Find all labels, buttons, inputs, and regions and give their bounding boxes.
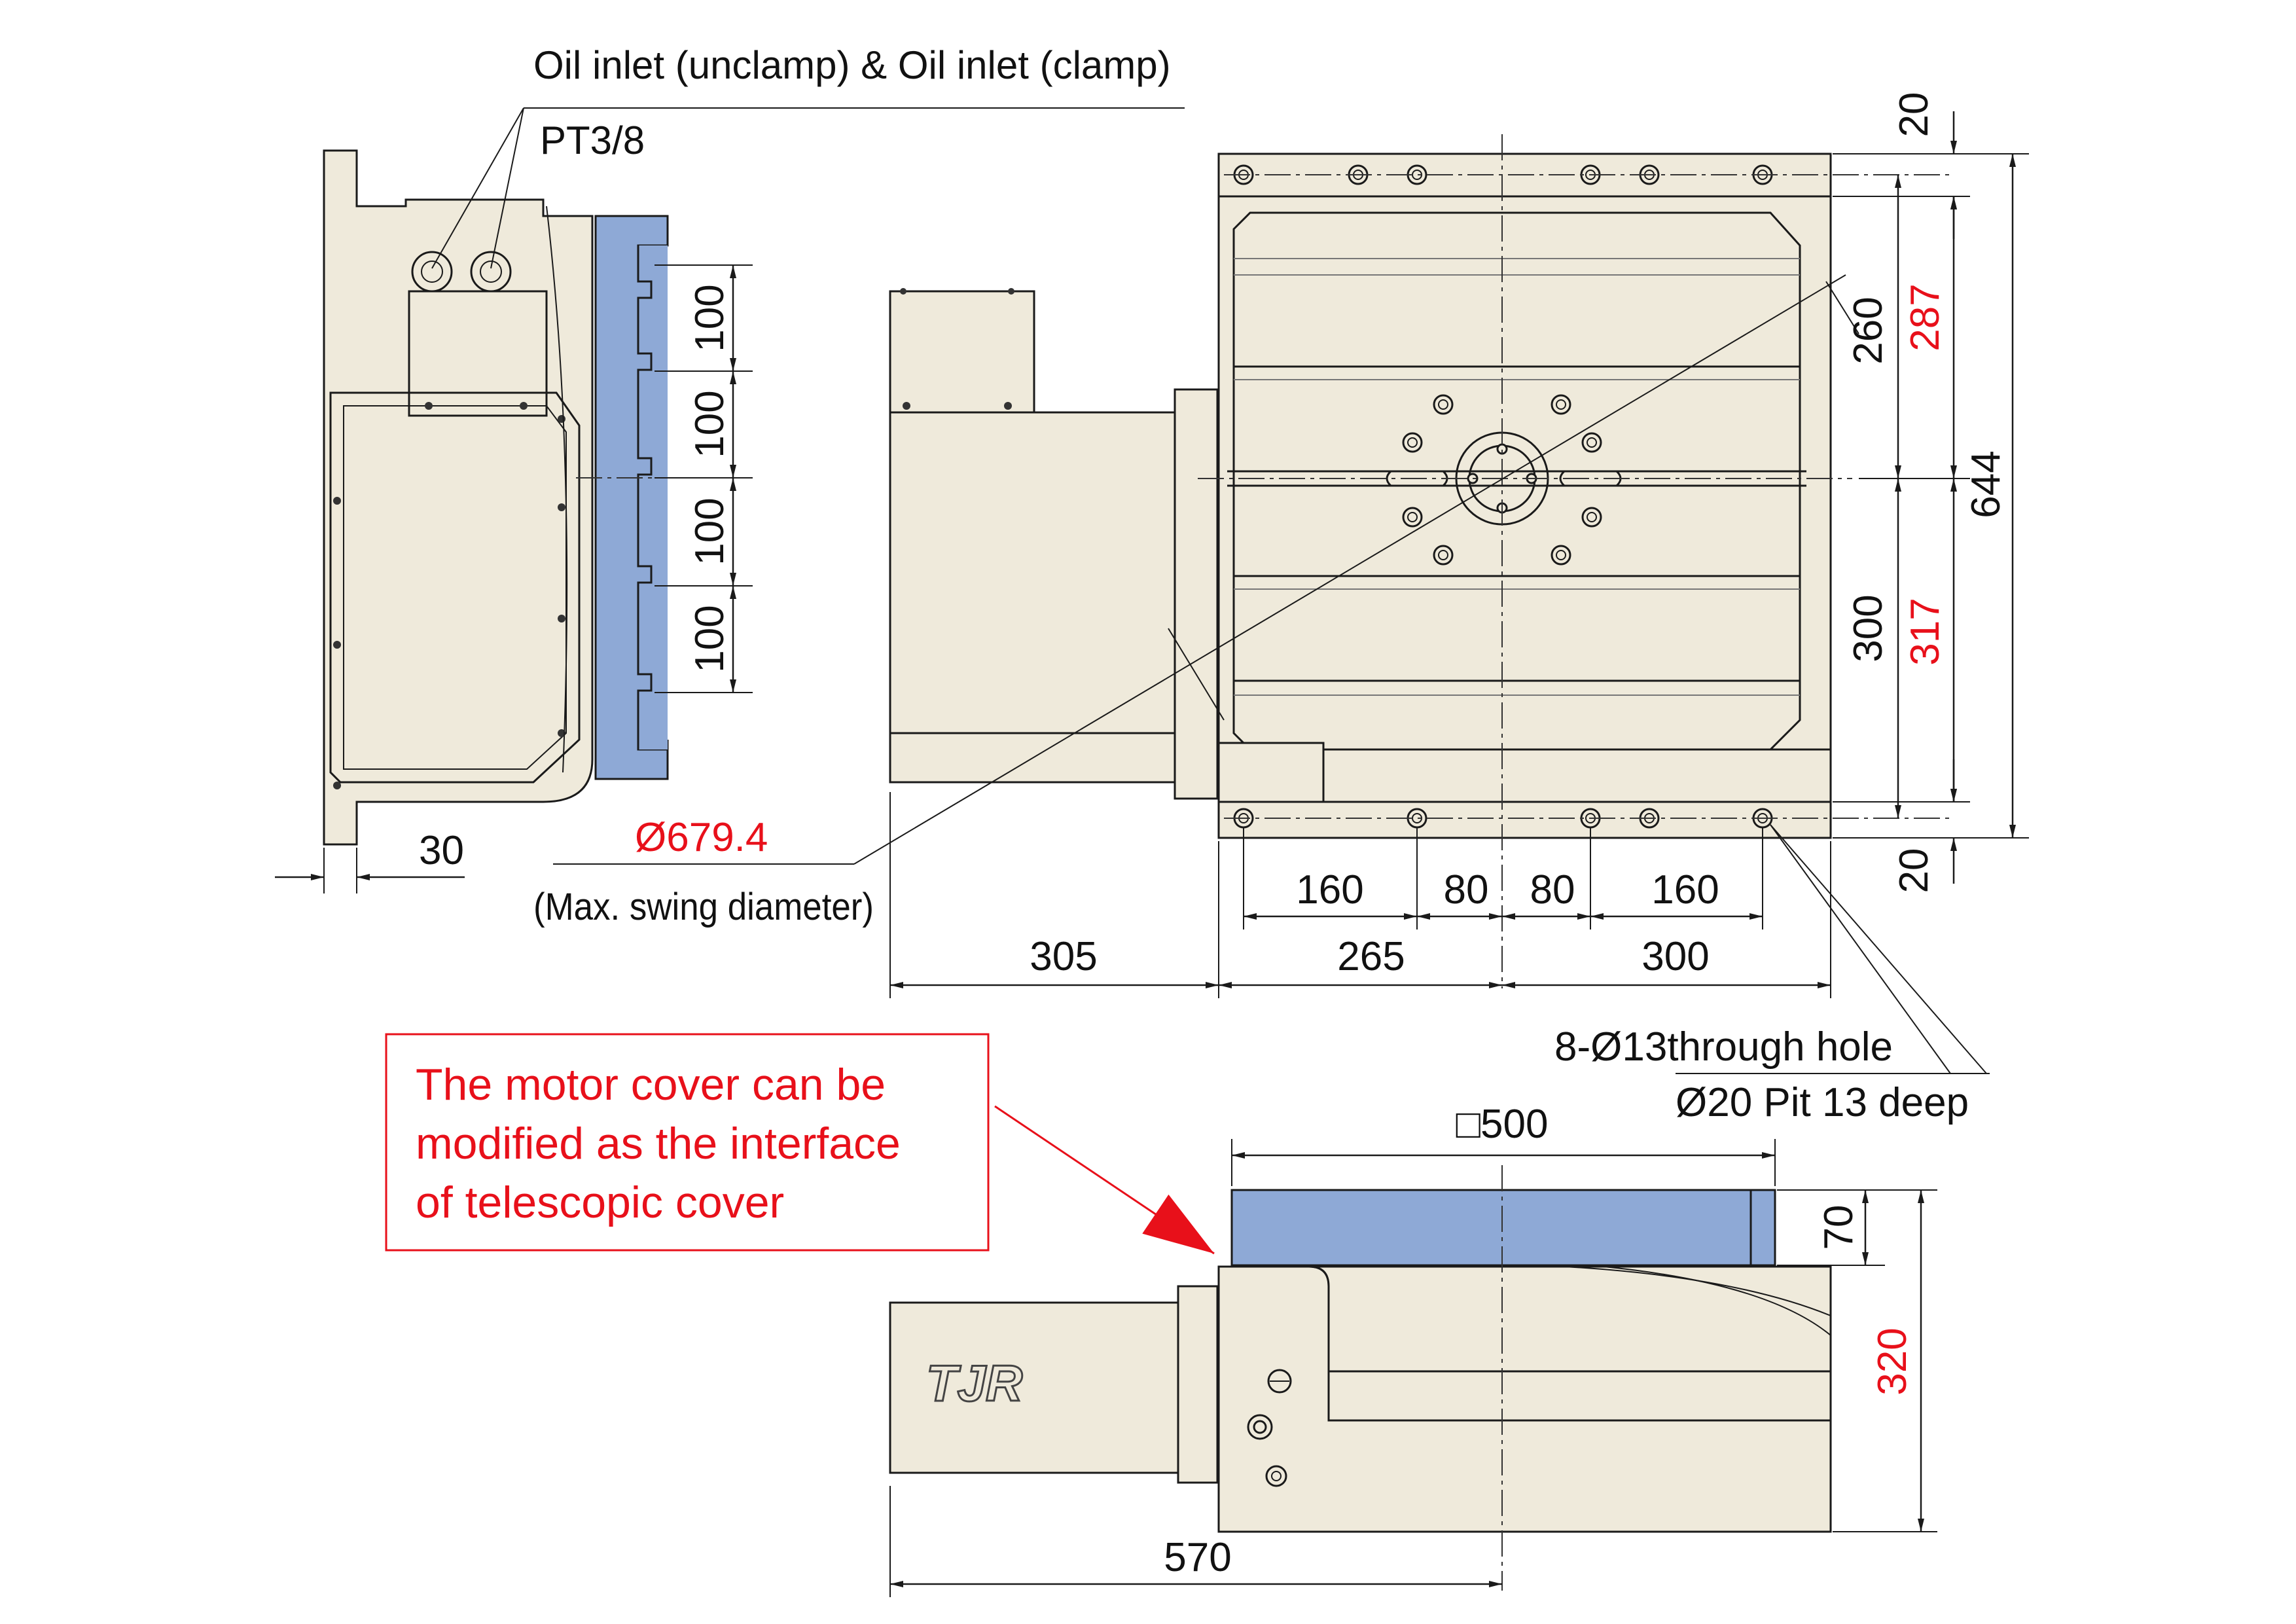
holes-label-1: 8-Ø13through hole: [1554, 1024, 1893, 1070]
center-top-dim: 287: [1903, 283, 1948, 351]
hole-pitch-3: 80: [1530, 867, 1575, 912]
motor-center-dim: 570: [1164, 1535, 1231, 1580]
top-view: 20 20 260 287 300 317 644 160 80 80 160 …: [853, 92, 2029, 1125]
hole-pitch-1: 160: [1296, 867, 1363, 912]
thread-label: PT3/8: [540, 118, 645, 162]
holes-label-2: Ø20 Pit 13 deep: [1676, 1080, 1969, 1125]
note-callout: The motor cover can be modified as the i…: [385, 1033, 1215, 1255]
hole-pitch-2: 80: [1444, 867, 1489, 912]
edge-dim-top: 20: [1892, 92, 1937, 137]
front-view: TJR □500 70 320 570: [889, 1102, 1937, 1597]
swing-caption: (Max. swing diameter): [533, 886, 874, 928]
overall-height-dim: 644: [1964, 450, 2009, 518]
swing-diameter: Ø679.4: [635, 815, 768, 860]
hole-pitch-4: 160: [1651, 867, 1719, 912]
oil-inlet-label: Oil inlet (unclamp) & Oil inlet (clamp): [533, 43, 1171, 87]
right-half-dim: 300: [1641, 934, 1709, 979]
tslot-pitch-2: 100: [687, 390, 732, 458]
note-line-2: modified as the interface: [416, 1119, 901, 1168]
tslot-pitch-3: 100: [687, 497, 732, 565]
table-thickness-dim: 70: [1816, 1205, 1861, 1250]
tslot-pitch-1: 100: [687, 284, 732, 352]
side-view: Oil inlet (unclamp) & Oil inlet (clamp) …: [275, 43, 1185, 928]
flange-dimension: 30: [419, 828, 464, 873]
tslot-pitch-4: 100: [687, 605, 732, 672]
diagonal-dim: 260: [1846, 297, 1891, 364]
tjr-logo: TJR: [926, 1354, 1022, 1412]
center-bottom-dim-b: 317: [1903, 598, 1948, 665]
front-height-dim: 320: [1870, 1327, 1915, 1395]
note-line-3: of telescopic cover: [416, 1178, 784, 1227]
note-line-1: The motor cover can be: [416, 1060, 886, 1110]
left-half-dim: 265: [1337, 934, 1405, 979]
motor-length-dim: 305: [1030, 934, 1097, 979]
center-bottom-dim-a: 300: [1846, 594, 1891, 662]
table-size-dim: □500: [1456, 1102, 1549, 1147]
edge-dim-bottom: 20: [1892, 848, 1937, 893]
bolt-circle: [1402, 394, 1602, 566]
